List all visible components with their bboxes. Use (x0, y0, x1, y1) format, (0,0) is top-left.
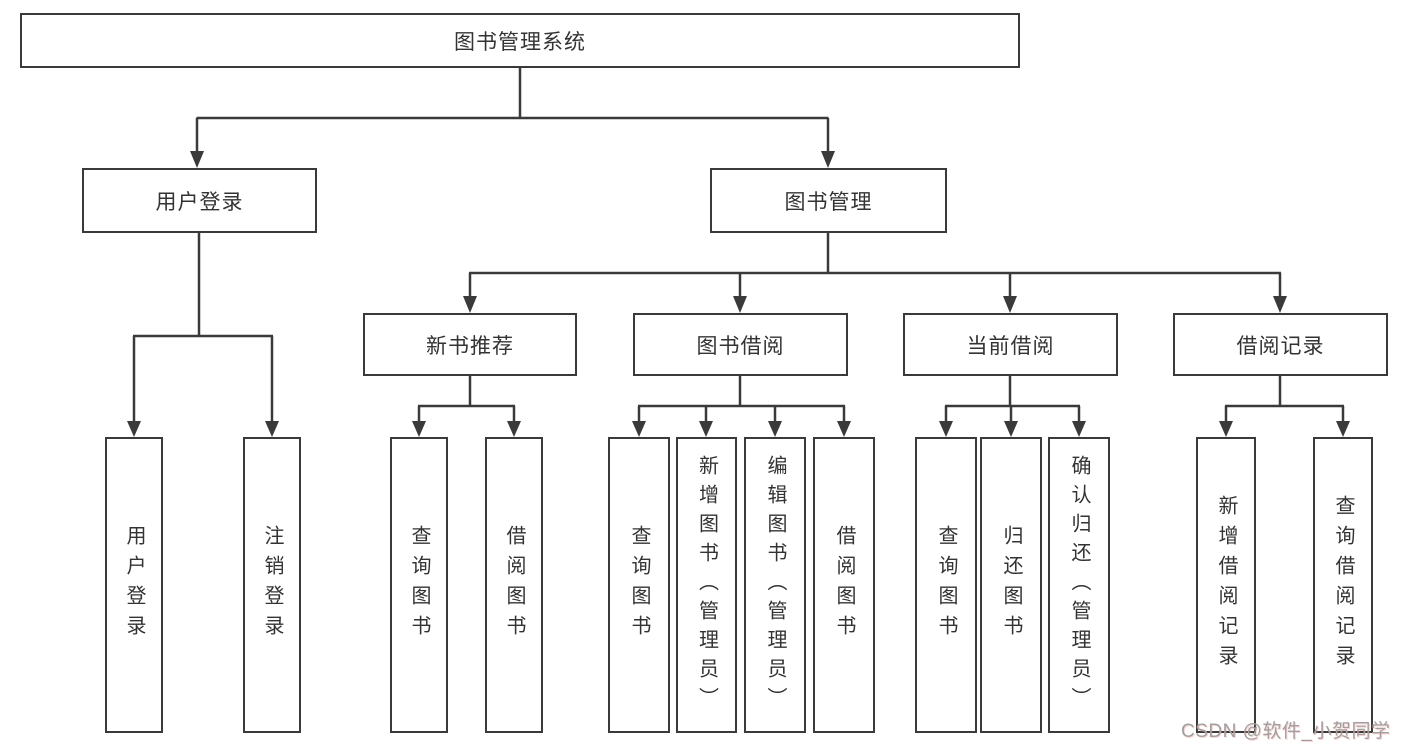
leaf-label: 注销登录 (261, 525, 283, 645)
leaf-label: 新增借阅记录 (1215, 495, 1237, 675)
node-label: 当前借阅 (966, 334, 1055, 358)
leaf-logout: 注销登录 (243, 437, 301, 733)
leaf-query-books-borrow: 查询图书 (608, 437, 670, 733)
leaf-query-borrow-record: 查询借阅记录 (1313, 437, 1373, 733)
leaf-confirm-return-admin: 确认归还（管理员） (1048, 437, 1110, 733)
node-book-borrow: 图书借阅 (633, 313, 848, 376)
leaf-label: 查询图书 (935, 525, 957, 645)
node-label: 借阅记录 (1236, 334, 1325, 358)
leaf-add-borrow-record: 新增借阅记录 (1196, 437, 1256, 733)
leaf-borrow-books-recommend: 借阅图书 (485, 437, 543, 733)
node-label: 新书推荐 (426, 334, 514, 358)
leaf-label: 确认归还（管理员） (1068, 454, 1090, 716)
leaf-query-books-recommend: 查询图书 (390, 437, 448, 733)
leaf-add-book-admin: 新增图书（管理员） (676, 437, 737, 733)
leaf-label: 用户登录 (123, 525, 145, 645)
leaf-edit-book-admin: 编辑图书（管理员） (744, 437, 806, 733)
watermark: CSDN @软件_小贺同学 (1181, 721, 1391, 742)
leaf-label: 查询图书 (628, 525, 650, 645)
leaf-label: 查询图书 (408, 525, 430, 645)
leaf-label: 编辑图书（管理员） (764, 454, 786, 716)
node-new-book-recommend: 新书推荐 (363, 313, 577, 376)
node-borrow-records: 借阅记录 (1173, 313, 1388, 376)
node-user-login-group: 用户登录 (82, 168, 317, 233)
node-label: 图书管理 (784, 190, 873, 214)
node-book-management: 图书管理 (710, 168, 947, 233)
leaf-label: 借阅图书 (503, 525, 525, 645)
node-label: 用户登录 (155, 190, 244, 214)
leaf-query-books-current: 查询图书 (915, 437, 977, 733)
leaf-label: 归还图书 (1000, 525, 1022, 645)
node-label: 图书借阅 (696, 334, 785, 358)
leaf-borrow-books: 借阅图书 (813, 437, 875, 733)
leaf-label: 借阅图书 (833, 525, 855, 645)
leaf-user-login: 用户登录 (105, 437, 163, 733)
leaf-label: 查询借阅记录 (1332, 495, 1354, 675)
node-root: 图书管理系统 (20, 13, 1020, 68)
leaf-label: 新增图书（管理员） (695, 454, 718, 716)
node-root-label: 图书管理系统 (454, 30, 586, 54)
node-current-borrow: 当前借阅 (903, 313, 1118, 376)
leaf-return-books: 归还图书 (980, 437, 1042, 733)
